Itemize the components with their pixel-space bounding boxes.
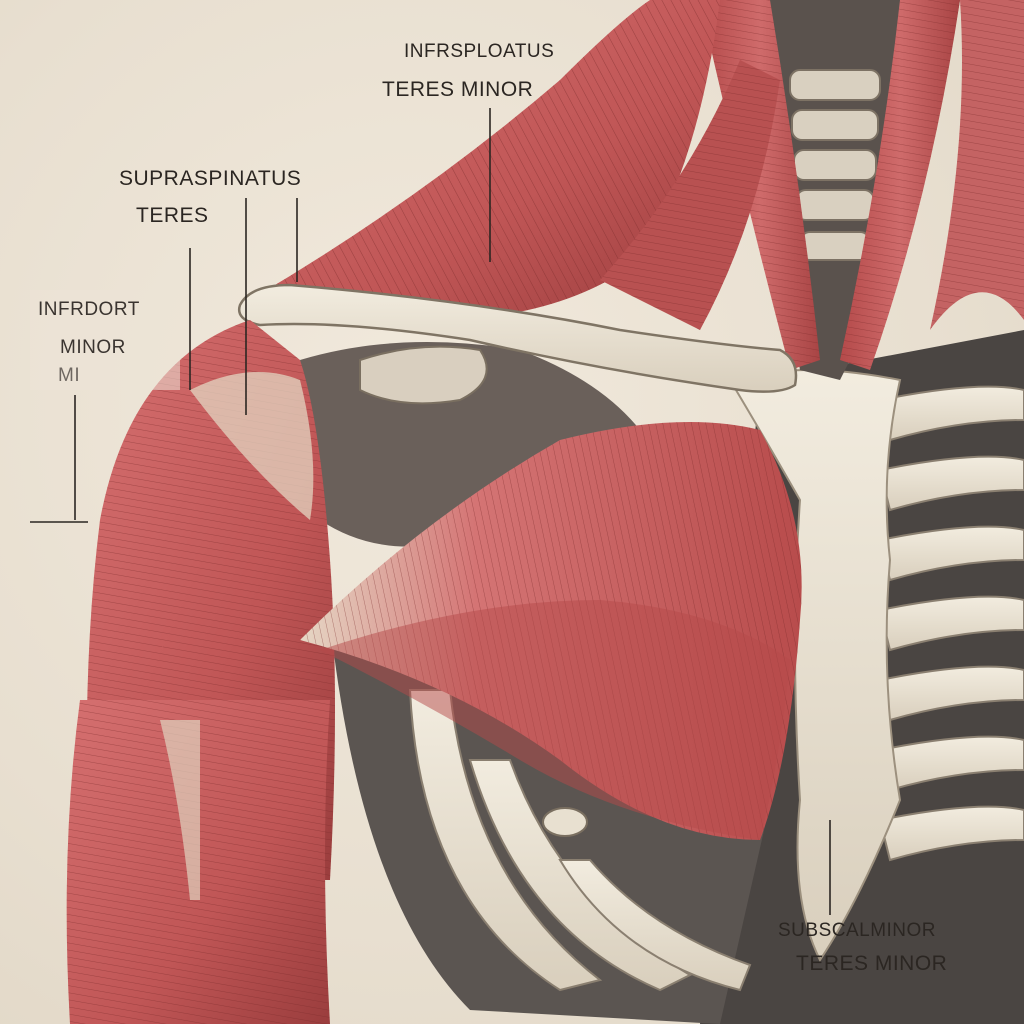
label-teres-minor-top: TERES MINOR: [382, 78, 534, 101]
pectoralis-major-muscle: [300, 422, 802, 840]
label-teres: TERES: [136, 204, 209, 227]
clavicle-bone: [237, 283, 798, 393]
trapezius-muscle: [250, 0, 780, 330]
label-infraspinatus: INFRSPLOATUS: [404, 41, 555, 62]
upper-arm-muscles: [66, 700, 331, 1024]
label-supraspinatus: SUPRASPINATUS: [119, 167, 302, 190]
label-mi-left: MI: [58, 365, 81, 386]
leader-lines: [30, 108, 831, 915]
label-infrdort: INFRDORT: [38, 299, 140, 320]
label-backdrop: [30, 290, 180, 390]
label-minor-left: MINOR: [60, 337, 126, 358]
label-subscal-minor: SUBSCALMINOR: [778, 920, 937, 941]
label-teres-minor-bottom: TERES MINOR: [796, 952, 948, 975]
neck: [700, 0, 1024, 380]
